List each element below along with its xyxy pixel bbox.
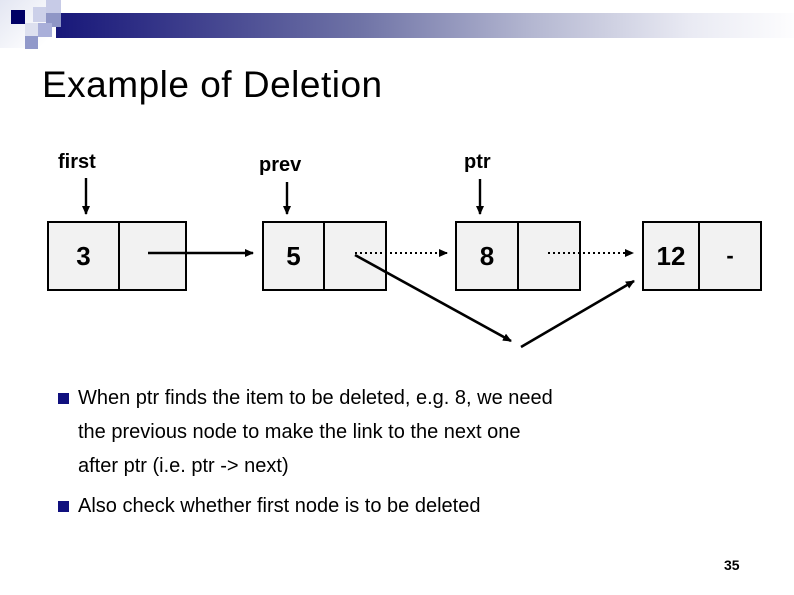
- node-5-next-cell: [325, 223, 385, 289]
- node-3-value: 3: [49, 223, 120, 289]
- deco-square-purple: [25, 36, 38, 49]
- node-8-next-cell: [519, 223, 579, 289]
- node-8-value: 8: [457, 223, 519, 289]
- page-number: 35: [724, 557, 740, 573]
- deco-square-pale-1: [33, 7, 48, 22]
- bullet-2-line-1: Also check whether first node is to be d…: [78, 495, 481, 517]
- node-5-value: 5: [264, 223, 325, 289]
- header-gradient-bar: [46, 13, 794, 38]
- list-node-12: 12 -: [642, 221, 762, 291]
- pointer-label-prev: prev: [259, 154, 302, 176]
- node-3-next-cell: [120, 223, 185, 289]
- list-node-8: 8: [455, 221, 581, 291]
- list-node-5: 5: [262, 221, 387, 291]
- slide-title: Example of Deletion: [42, 64, 383, 105]
- bullet-1-line-2: the previous node to make the link to th…: [78, 421, 521, 443]
- bullet-marker-2: [58, 501, 69, 512]
- bullet-marker-1: [58, 393, 69, 404]
- pointer-label-ptr: ptr: [464, 151, 491, 173]
- bullet-1-text: When ptr finds the item to be deleted, e…: [78, 381, 553, 483]
- node-12-next-cell: -: [726, 243, 734, 268]
- deco-square-light: [25, 23, 38, 36]
- list-node-3: 3: [47, 221, 187, 291]
- deco-square-navy: [11, 10, 25, 24]
- bullet-1-line-1: When ptr finds the item to be deleted, e…: [78, 387, 553, 409]
- pointer-label-first: first: [58, 151, 96, 173]
- deco-square-medium: [38, 23, 52, 37]
- deco-square-pale-2: [46, 0, 61, 14]
- bullet-1-line-3: after ptr (i.e. ptr -> next): [78, 455, 289, 477]
- node-12-value: 12: [644, 223, 700, 289]
- bullet-2-text: Also check whether first node is to be d…: [78, 489, 480, 523]
